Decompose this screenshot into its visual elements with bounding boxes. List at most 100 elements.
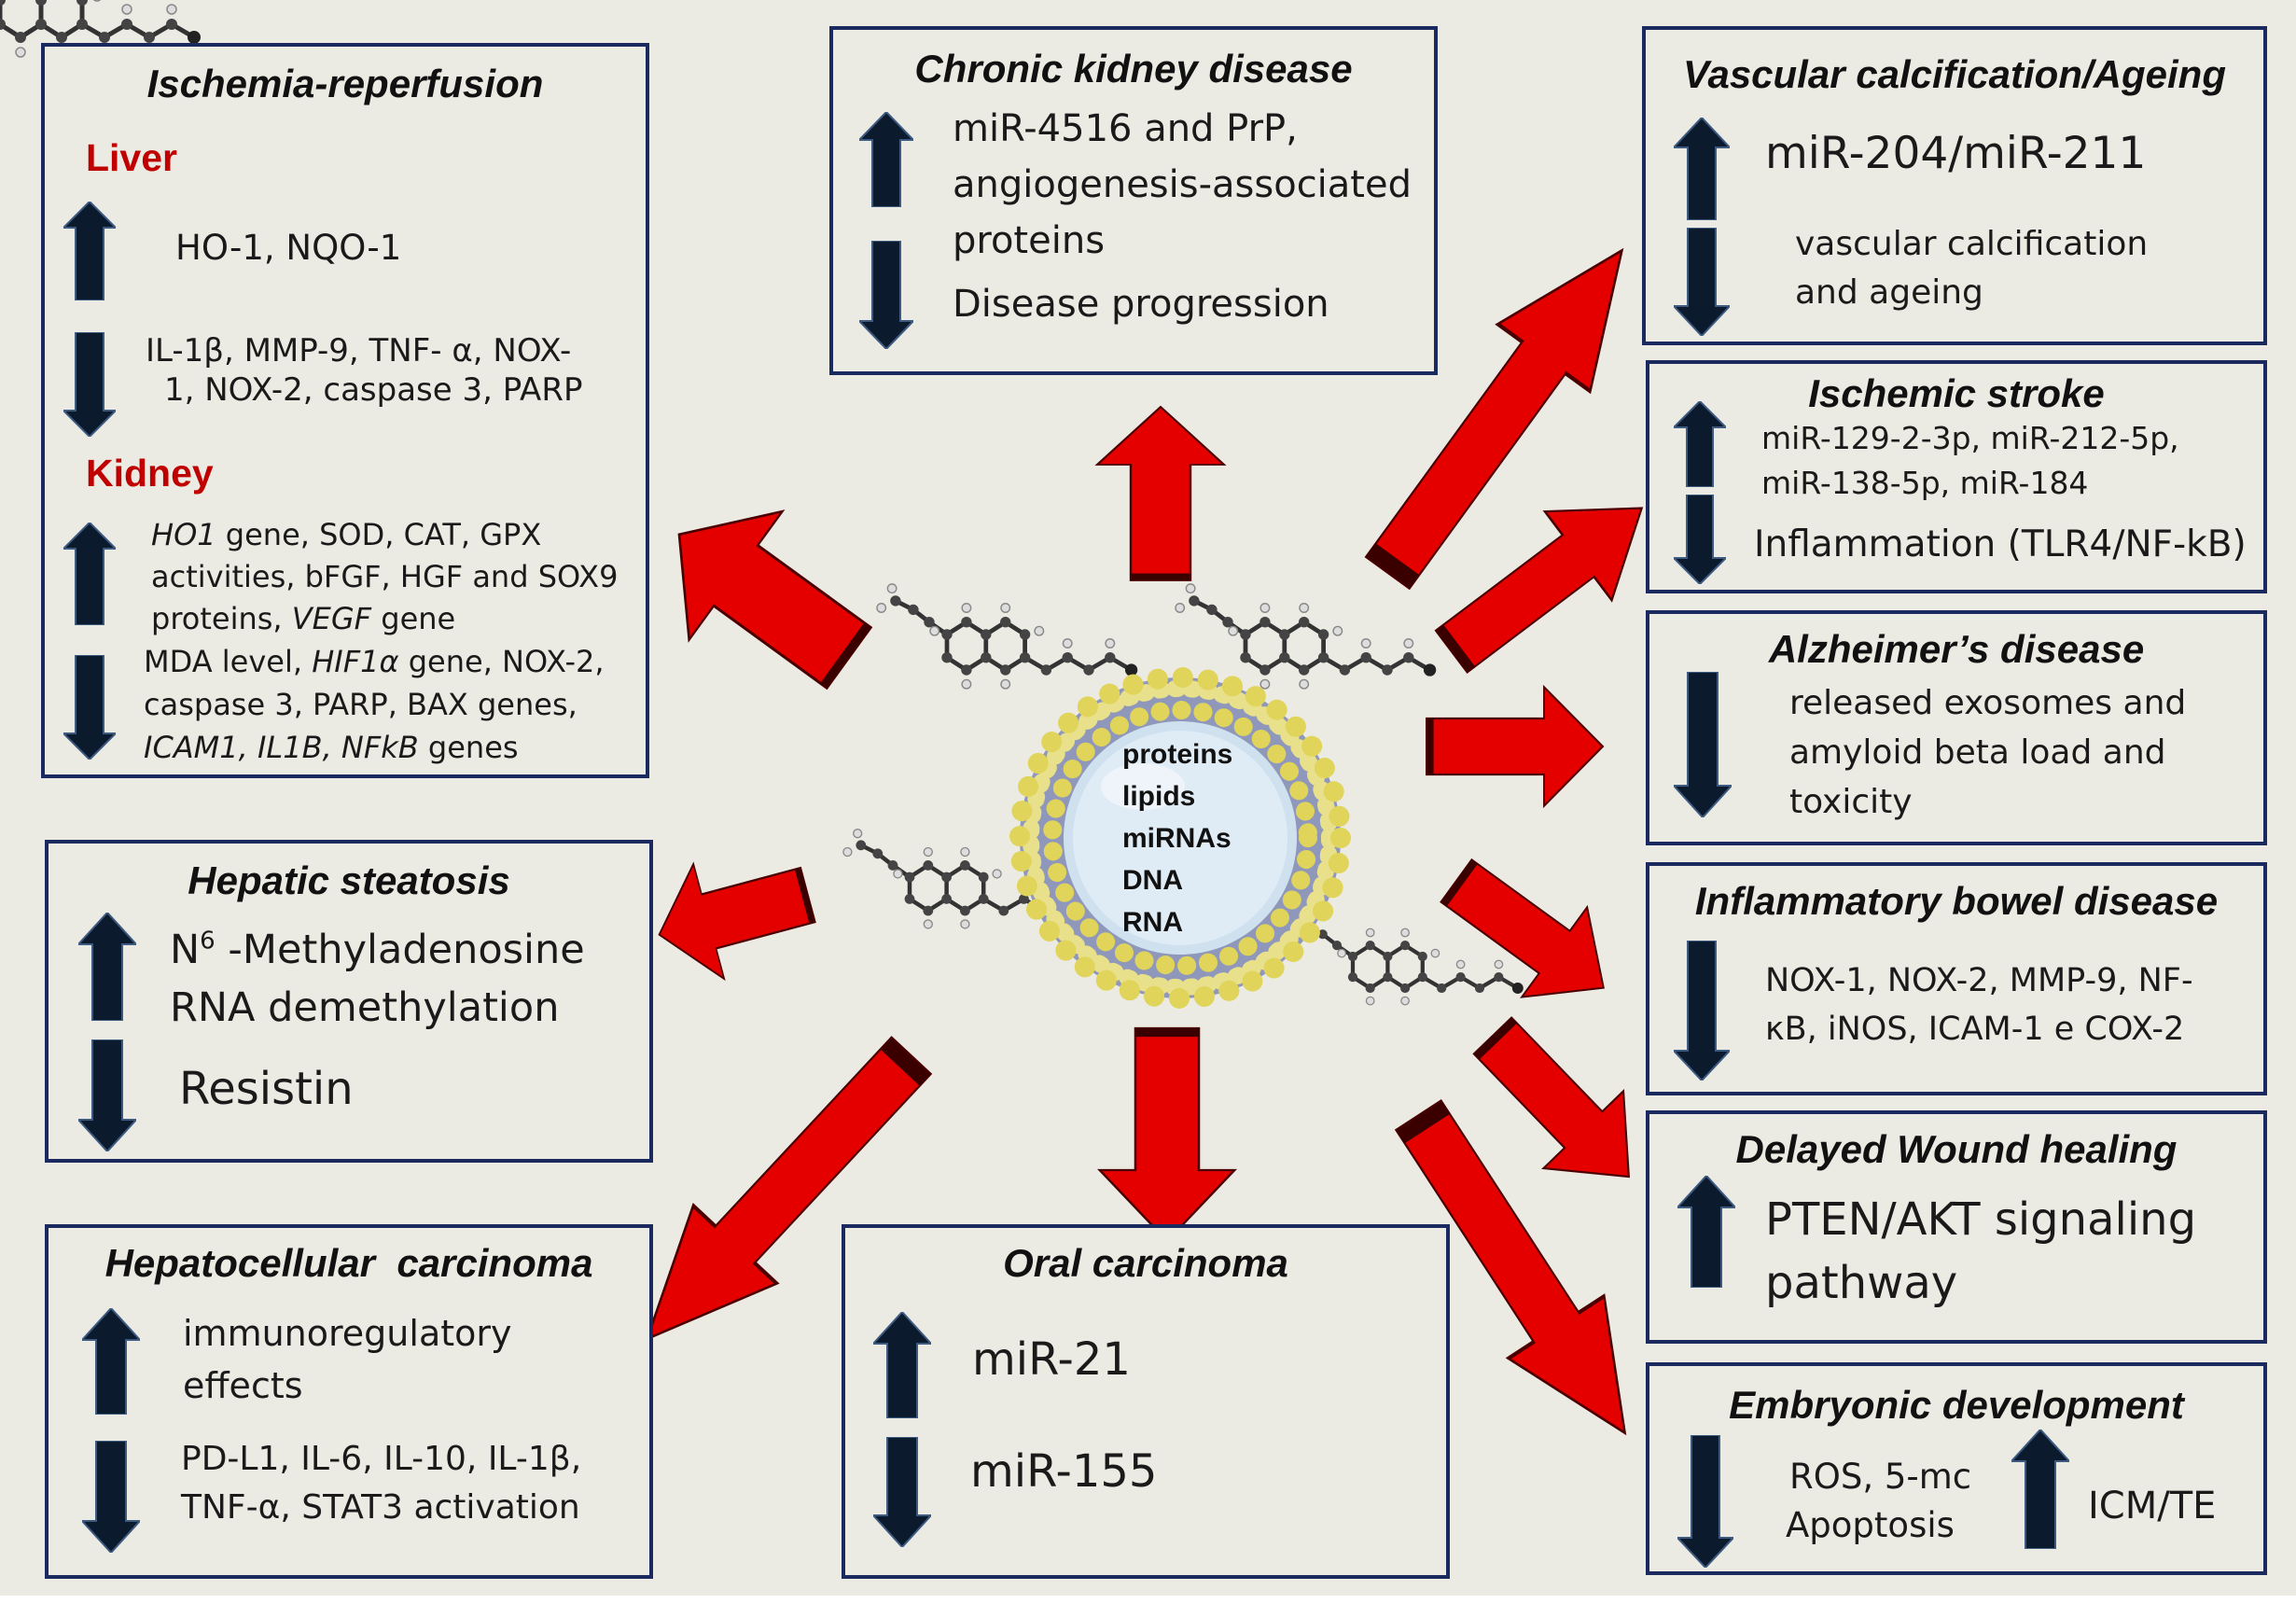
down-arrow-icon [78,1039,136,1151]
up-arrow-icon [63,202,116,300]
alzheimer-down-text-2: amyloid beta load and [1789,733,2166,772]
down-arrow-icon [1674,941,1730,1081]
up-arrow-icon [859,112,913,207]
box-title: Delayed Wound healing [1735,1127,2178,1171]
box-title: Hepatocellular carcinoma [104,1241,593,1285]
embryo-down-text-1: ROS, 5-mc [1789,1457,1972,1497]
arrow-to-oral [1098,1026,1236,1243]
cargo-dna: DNA [1122,865,1183,896]
box-title: Inflammatory bowel disease [1694,879,2219,923]
hcc-up-text-1: immunoregulatory [183,1313,512,1354]
kidney-down-text-2: caspase 3, PARP, BAX genes, [144,687,577,722]
arrow-to-wound [1452,996,1670,1217]
alzheimer-down-text-1: released exosomes and [1789,684,2187,722]
delayed-wound-healing-box: Delayed Wound healing PTEN/AKT signaling… [1646,1110,2267,1344]
vascular-up-text: miR-204/miR-211 [1765,128,2147,179]
ckd-down-text: Disease progression [953,283,1329,326]
ibd-down-text-1: NOX-1, NOX-2, MMP-9, NF- [1765,962,2193,999]
box-title: Alzheimer’s disease [1768,627,2145,671]
up-arrow-icon [1674,401,1726,487]
up-arrow-icon [78,913,136,1021]
steatosis-up-text-1: N6 -Methyladenosine [170,927,585,973]
down-arrow-icon [873,1437,931,1547]
arrow-to-vascular [1340,215,1670,607]
oral-carcinoma-box: Oral carcinoma miR-21 miR-155 [842,1224,1450,1579]
molecule-ball-and-stick-icon [0,0,201,58]
up-arrow-icon [2011,1430,2069,1549]
down-arrow-icon [63,332,116,437]
box-title: Ischemia-reperfusion [146,62,544,105]
down-arrow-icon [859,241,913,349]
chronic-kidney-disease-box: Chronic kidney disease miR-4516 and PrP,… [829,26,1438,375]
down-arrow-icon [1677,1435,1733,1568]
box-title: Vascular calcification/Ageing [1683,52,2226,96]
arrow-to-ischemia [631,468,898,724]
down-arrow-icon [1674,495,1726,584]
inflammatory-bowel-disease-box: Inflammatory bowel disease NOX-1, NOX-2,… [1646,862,2267,1095]
wound-up-text-1: PTEN/AKT signaling [1765,1193,2197,1246]
up-arrow-icon [82,1308,140,1415]
vascular-calcification-box: Vascular calcification/Ageing miR-204/mi… [1642,26,2267,345]
kidney-down-text-1: MDA level, HIF1α gene, NOX-2, [144,644,605,679]
liver-down-text-1: IL-1β, MMP-9, TNF- α, NOX- [146,332,572,370]
box-title: Chronic kidney disease [914,47,1353,91]
hepatic-steatosis-box: Hepatic steatosis N6 -Methyladenosine RN… [45,840,653,1163]
arrow-to-alzheimer [1425,686,1605,807]
vascular-down-text-1: vascular calcification [1795,225,2149,263]
box-title: Embryonic development [1729,1383,2184,1427]
up-arrow-icon [873,1312,931,1418]
kidney-up-text-1: HO1 gene, SOD, CAT, GPX [151,517,542,552]
embryonic-development-box: Embryonic development ROS, 5-mc Apoptosi… [1646,1362,2267,1575]
cargo-mirnas: miRNAs [1122,823,1231,854]
cargo-rna: RNA [1122,907,1183,938]
stroke-down-text: Inflammation (TLR4/NF-kB) [1754,523,2247,565]
oral-up-text: miR-21 [972,1333,1131,1386]
oral-down-text: miR-155 [970,1445,1158,1498]
up-arrow-icon [1674,118,1730,220]
arrow-to-hcc [604,1015,954,1380]
down-arrow-icon [1674,672,1732,817]
cargo-lipids: lipids [1122,781,1196,812]
arrow-to-steatosis [643,836,825,994]
embryo-up-text: ICM/TE [2088,1485,2217,1527]
ischemia-reperfusion-box: Ischemia-reperfusion Liver HO-1, NQO-1 I… [41,43,649,778]
stroke-up-text-2: miR-138-5p, miR-184 [1761,465,2089,501]
ckd-up-text-1: miR-4516 and PrP, [953,107,1298,150]
down-arrow-icon [82,1441,140,1553]
molecule-top-left [877,584,1137,689]
steatosis-down-text: Resistin [179,1063,354,1115]
kidney-heading: Kidney [86,452,214,495]
box-title: Ischemic stroke [1808,371,2105,415]
hepatocellular-carcinoma-box: Hepatocellular carcinoma immunoregulator… [45,1224,653,1579]
box-title: Oral carcinoma [1003,1241,1288,1285]
kidney-up-text-3: proteins, VEGF gene [151,601,456,636]
ckd-up-text-2: angiogenesis-associated [953,163,1412,206]
ckd-up-text-3: proteins [953,219,1106,262]
embryo-down-text-2: Apoptosis [1786,1505,1955,1545]
wound-up-text-2: pathway [1765,1257,1958,1309]
liver-heading: Liver [86,136,177,179]
liver-down-text-2: 1, NOX-2, caspase 3, PARP [164,371,583,409]
kidney-down-text-3: ICAM1, IL1B, NFkB genes [144,730,519,765]
vascular-down-text-2: and ageing [1795,273,1983,312]
arrow-to-ibd [1423,834,1637,1034]
exosome-vesicle-icon [1009,667,1351,1009]
exosome-cargo-list: proteins lipids miRNAs DNA RNA [1122,733,1232,943]
up-arrow-icon [63,523,116,625]
hcc-down-text-1: PD-L1, IL-6, IL-10, IL-1β, [181,1440,582,1478]
cargo-proteins: proteins [1122,739,1233,770]
ischemic-stroke-box: Ischemic stroke miR-129-2-3p, miR-212-5p… [1646,360,2267,593]
ibd-down-text-2: κB, iNOS, ICAM-1 e COX-2 [1765,1011,2185,1048]
hcc-up-text-2: effects [183,1365,303,1406]
alzheimers-disease-box: Alzheimer’s disease released exosomes an… [1646,610,2267,845]
hcc-down-text-2: TNF-α, STAT3 activation [181,1488,580,1527]
box-title: Hepatic steatosis [188,858,510,902]
down-arrow-icon [1674,228,1730,336]
down-arrow-icon [63,655,116,760]
arrow-to-embryo [1369,1082,1675,1466]
liver-up-text: HO-1, NQO-1 [175,228,402,268]
steatosis-up-text-2: RNA demethylation [170,984,560,1031]
stroke-up-text-1: miR-129-2-3p, miR-212-5p, [1761,420,2179,456]
